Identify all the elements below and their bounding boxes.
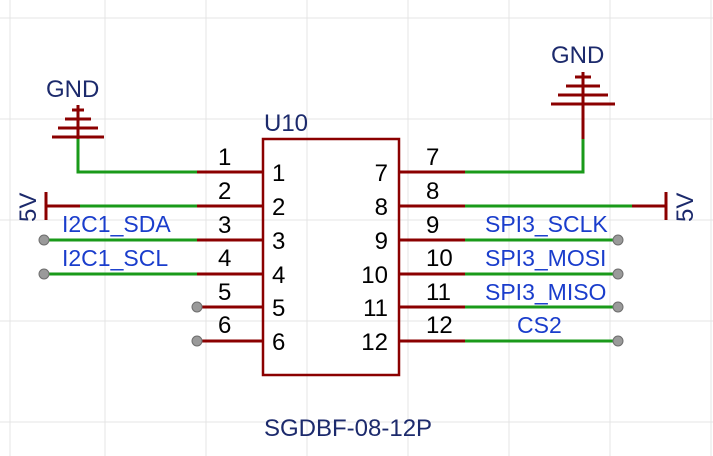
vcc-left-label: 5V [15,193,42,222]
pin-4-number: 4 [218,245,231,272]
gnd-right-label: GND [551,42,604,69]
net-label-cs2[interactable]: CS2 [517,312,562,338]
pin-2-number: 2 [218,178,231,205]
left-pins: 1 2 3 4 5 6 1 2 3 4 5 6 [197,144,285,356]
pin-8-number: 8 [426,178,439,205]
vcc-symbol-right[interactable]: 5V [632,192,699,222]
right-pins: 7 8 9 10 11 12 7 8 9 10 11 12 [361,144,465,356]
gnd-left-label: GND [46,76,99,103]
pin-7-number: 7 [426,144,439,171]
pin-9-name: 9 [375,228,388,255]
component-designator: U10 [264,110,308,137]
endpoint-pin-6[interactable] [191,335,203,347]
endpoint-spi3-mosi[interactable] [612,268,624,280]
net-label-i2c1-sda[interactable]: I2C1_SDA [62,211,171,237]
gnd-symbol-left[interactable]: GND [46,76,104,139]
net-label-spi3-miso[interactable]: SPI3_MISO [485,279,606,305]
component-body[interactable] [261,137,401,377]
wire-gnd-right[interactable] [465,139,585,174]
pin-5-name: 5 [272,295,285,322]
net-label-spi3-mosi[interactable]: SPI3_MOSI [485,245,606,271]
pin-6-number: 6 [218,312,231,339]
net-label-spi3-sclk[interactable]: SPI3_SCLK [485,211,608,237]
pin-11-number: 11 [426,279,451,306]
pin-10-number: 10 [426,245,453,272]
pin-9-number: 9 [426,212,439,239]
endpoint-i2c1-scl[interactable] [38,268,50,280]
vcc-symbol-left[interactable]: 5V [15,192,80,222]
pin-1-name: 1 [272,160,285,187]
pin-1-number: 1 [218,144,231,171]
net-labels: I2C1_SDA I2C1_SCL SPI3_SCLK SPI3_MOSI SP… [62,211,608,338]
endpoint-i2c1-sda[interactable] [38,234,50,246]
endpoint-cs2[interactable] [612,335,624,347]
pin-10-name: 10 [361,262,388,289]
pin-7-name: 7 [375,160,388,187]
pin-8-name: 8 [375,194,388,221]
pin-2-name: 2 [272,194,285,221]
pin-12-name: 12 [361,329,388,356]
pin-3-number: 3 [218,212,231,239]
pin-6-name: 6 [272,329,285,356]
vcc-right-label: 5V [672,193,699,222]
pin-3-name: 3 [272,228,285,255]
endpoint-spi3-sclk[interactable] [612,234,624,246]
unconnected-endpoints [38,234,624,347]
wires [44,139,666,343]
pin-5-number: 5 [218,279,231,306]
pin-4-name: 4 [272,262,285,289]
endpoint-spi3-miso[interactable] [612,301,624,313]
pin-12-number: 12 [426,312,453,339]
gnd-symbol-right[interactable]: GND [551,42,615,139]
net-label-i2c1-scl[interactable]: I2C1_SCL [62,245,168,271]
component-value: SGDBF-08-12P [264,415,432,442]
pin-11-name: 11 [363,295,388,322]
endpoint-pin-5[interactable] [191,301,203,313]
wire-gnd-left[interactable] [76,139,197,174]
